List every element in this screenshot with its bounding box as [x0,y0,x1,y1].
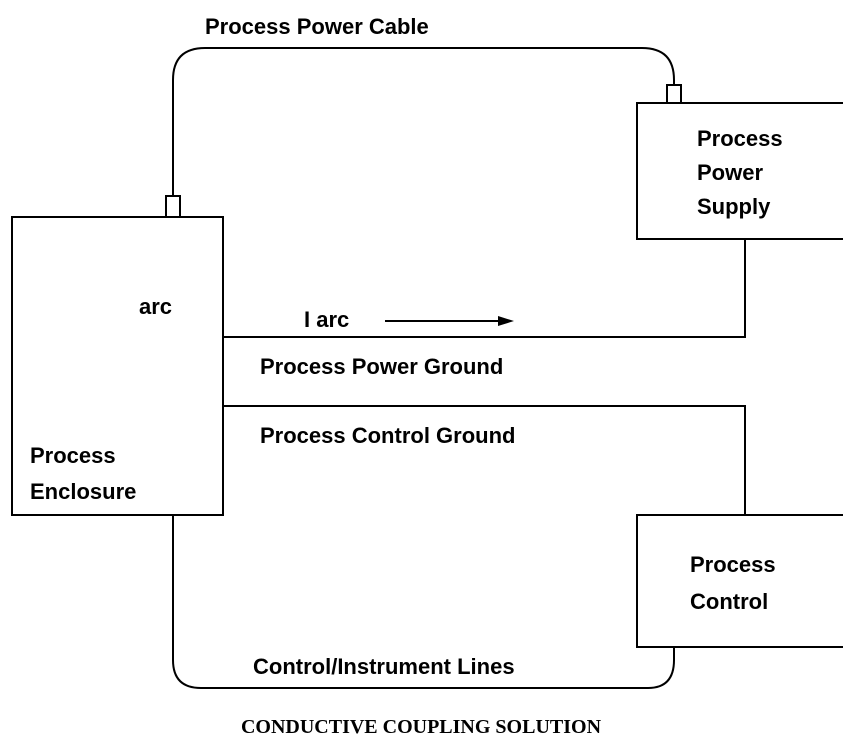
enclosure-label-line1: Process [30,443,116,468]
power-ground-label: Process Power Ground [260,354,503,379]
arc-label: arc [139,294,172,319]
power-supply-label-line2: Power [697,160,763,185]
control-lines-label: Control/Instrument Lines [253,654,515,679]
control-ground-label: Process Control Ground [260,423,515,448]
power-supply-label-line1: Process [697,126,783,151]
power-cable-label: Process Power Cable [205,14,429,39]
process-control-box [636,514,843,648]
process-enclosure-box [11,216,224,516]
control-instrument-lines-wire [172,515,675,689]
power-supply-label-line3: Supply [697,194,771,219]
process-control-label-line1: Process [690,552,776,577]
process-power-cable-wire [172,47,675,196]
supply-cable-connector [666,84,682,104]
process-control-ground-wire [223,405,746,515]
enclosure-label-line2: Enclosure [30,479,136,504]
i-arc-arrow-head [498,316,514,326]
i-arc-label: I arc [304,307,349,332]
process-power-supply-box [636,102,843,240]
process-control-label-line2: Control [690,589,768,614]
process-power-ground-wire [223,239,746,338]
diagram-caption: CONDUCTIVE COUPLING SOLUTION [241,716,602,738]
